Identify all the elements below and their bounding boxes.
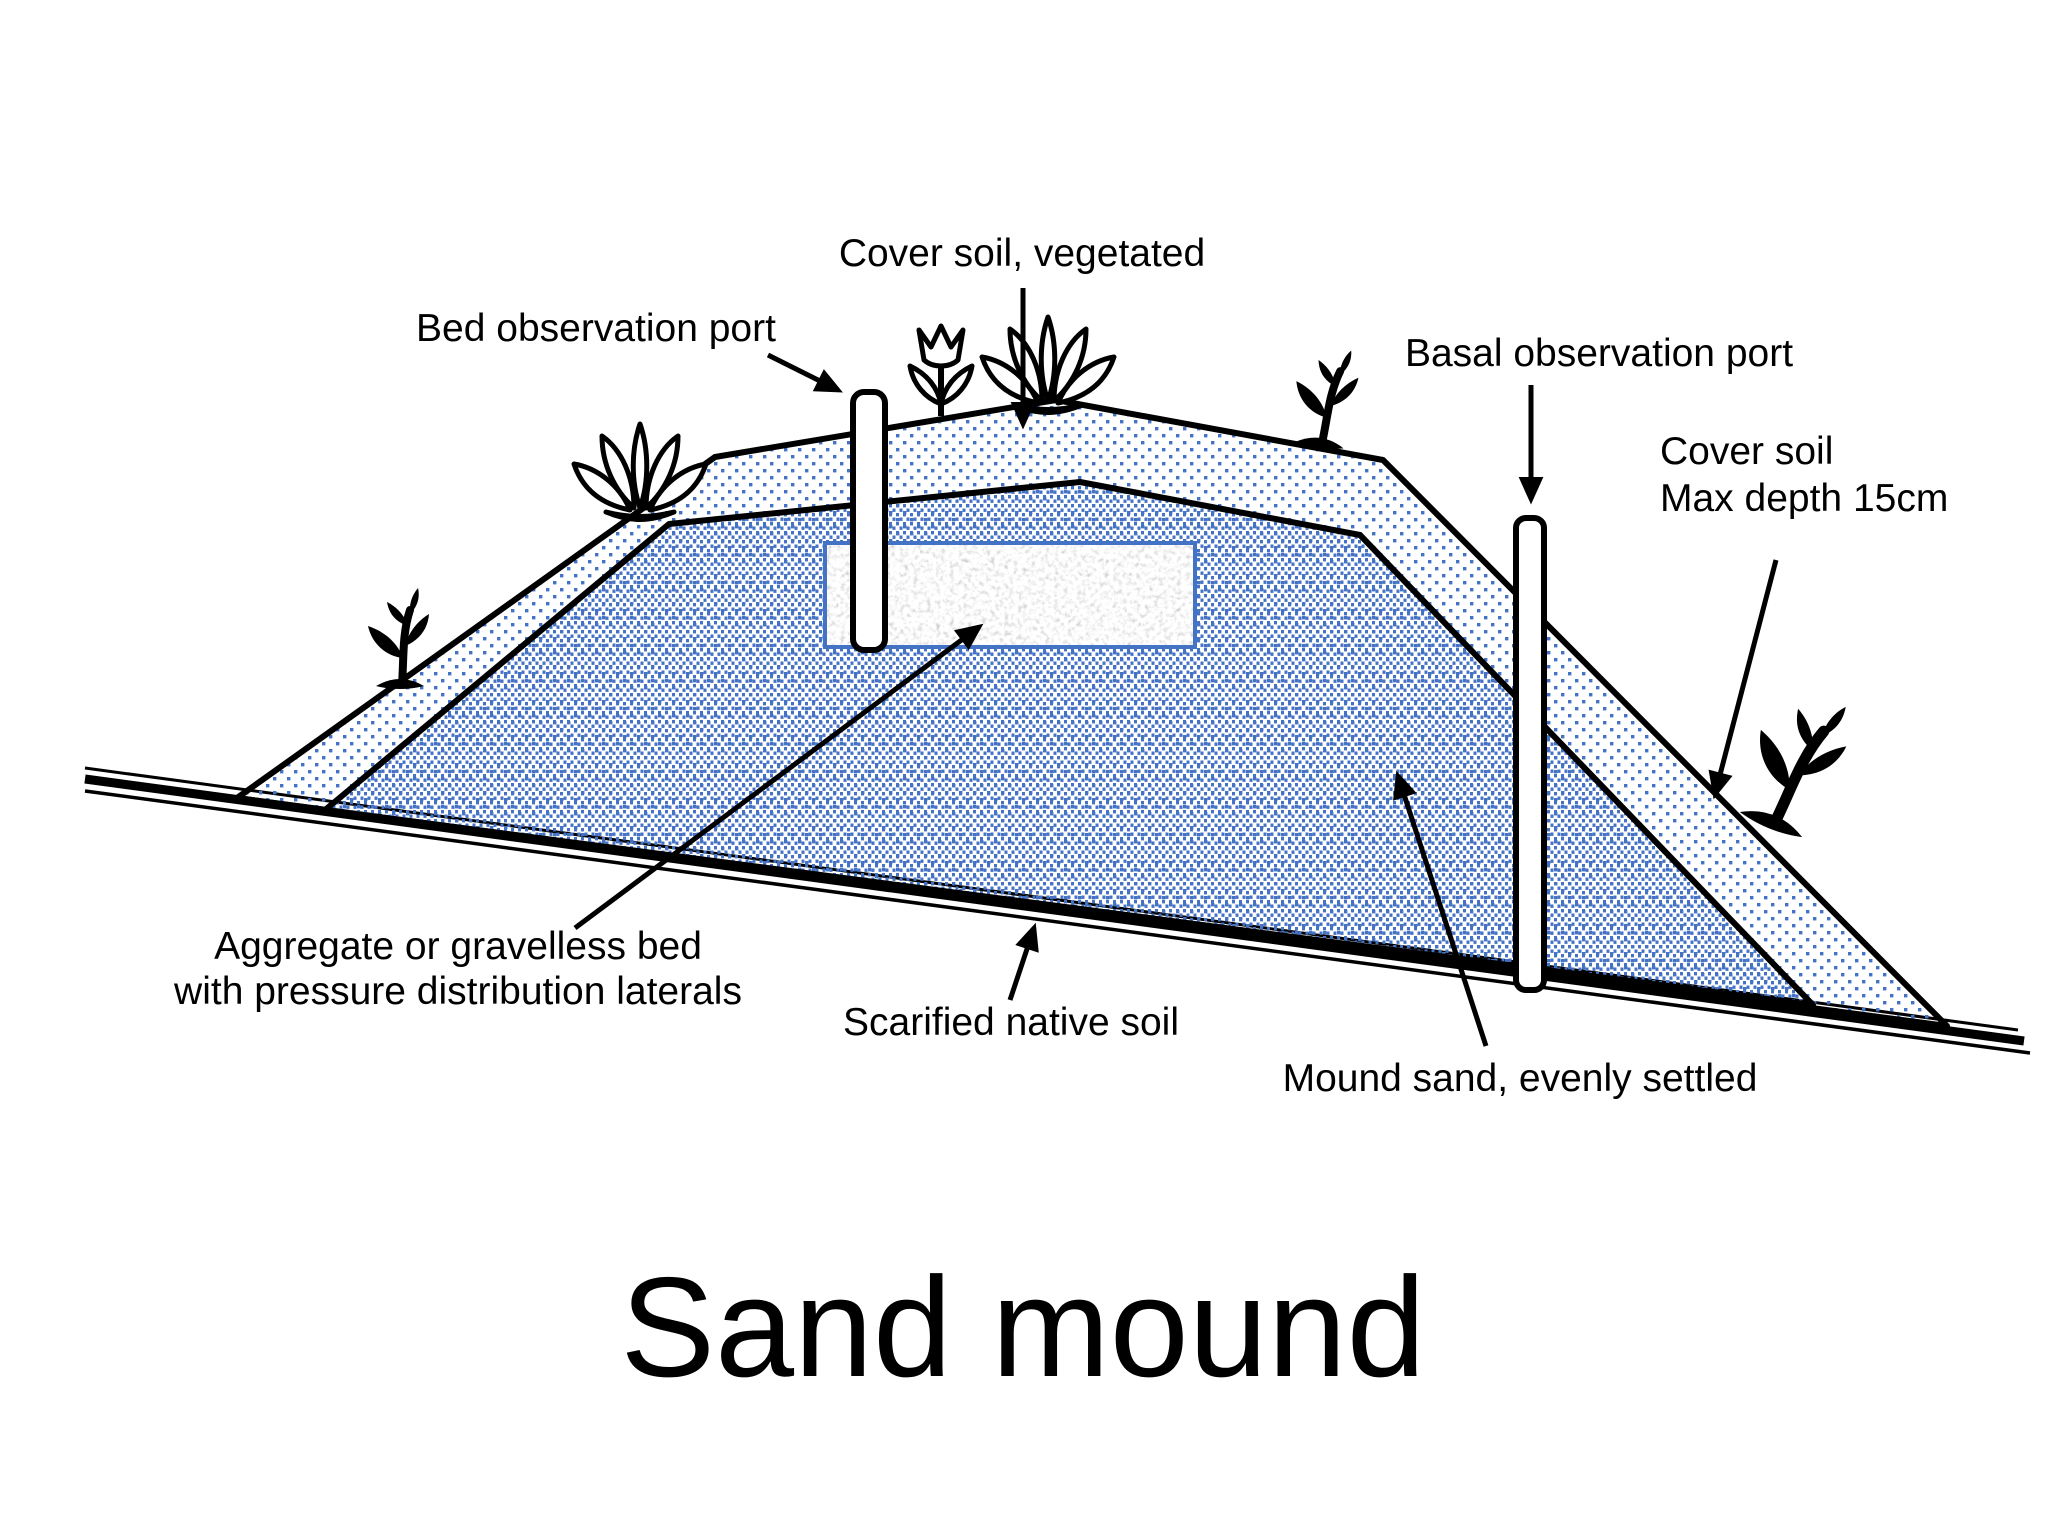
svg-text:with pressure distribution lat: with pressure distribution laterals	[173, 970, 742, 1013]
diagram-title: Sand mound	[620, 1248, 1425, 1407]
basal-observation-port-label: Basal observation port	[1405, 332, 1793, 375]
aggregate-bed-label: Aggregate or gravelless bed with pressur…	[173, 925, 742, 1013]
svg-text:Aggregate or gravelless bed: Aggregate or gravelless bed	[214, 925, 702, 968]
mound-sand-label: Mound sand, evenly settled	[1283, 1057, 1758, 1100]
scarified-native-soil-label: Scarified native soil	[843, 1001, 1179, 1044]
cover-soil-depth-label: Cover soil Max depth 15cm	[1660, 430, 1948, 520]
bed-observation-port-pipe	[850, 389, 888, 653]
cover-soil-depth-arrow	[1708, 559, 1779, 800]
cover-soil-vegetated-label: Cover soil, vegetated	[839, 232, 1205, 275]
svg-text:Max depth 15cm: Max depth 15cm	[1660, 477, 1948, 520]
scarified-native-soil-arrow	[1007, 922, 1039, 1001]
svg-text:Cover soil: Cover soil	[1660, 430, 1833, 473]
bed-observation-port-label: Bed observation port	[416, 307, 776, 350]
mound-sand-layer	[322, 479, 1816, 1008]
basal-observation-port-pipe	[1513, 515, 1547, 993]
bed-observation-port-arrow	[766, 352, 843, 393]
mound-sand-arrow	[1393, 770, 1489, 1047]
aggregate-bed-arrow	[573, 623, 984, 931]
